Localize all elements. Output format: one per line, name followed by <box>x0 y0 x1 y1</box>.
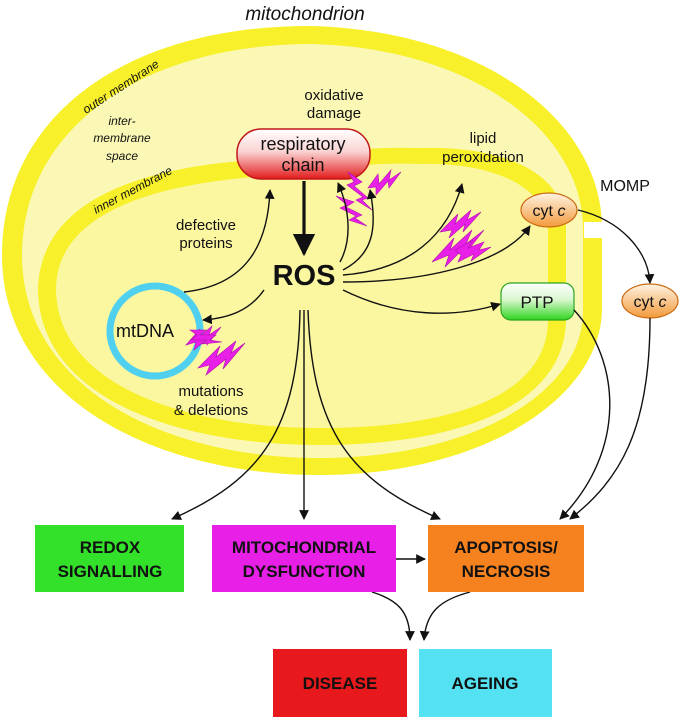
intermembrane-label-3: space <box>106 149 138 163</box>
mito-label-1: MITOCHONDRIAL <box>232 538 376 557</box>
ageing-box <box>419 649 552 717</box>
momp-gap <box>584 222 608 238</box>
ageing-label: AGEING <box>451 674 518 693</box>
spark-icon <box>335 195 368 227</box>
mutations-label-2: & deletions <box>174 402 248 419</box>
apoptosis-label-2: NECROSIS <box>462 562 551 581</box>
disease-box <box>273 649 407 717</box>
disease-label: DISEASE <box>303 674 378 693</box>
diagram-title: mitochondrion <box>245 4 364 25</box>
spark-icon <box>189 329 223 345</box>
mtdna-label: mtDNA <box>116 321 174 341</box>
apoptosis-box <box>428 525 584 592</box>
mito-dysfunction-box <box>212 525 396 592</box>
ptp-node <box>500 282 575 321</box>
arrow-cytc-to-apoptosis <box>569 317 651 520</box>
arrow-ros-to-lipid <box>342 183 465 276</box>
arrow-ros-to-respchain <box>337 182 349 263</box>
arrow-ros-to-apoptosis <box>307 309 441 520</box>
cytc-inner-node <box>520 192 578 228</box>
ros-spark-group <box>185 168 492 376</box>
oxidative-damage-label-1: oxidative <box>304 87 363 104</box>
arrow-apoptosis-to-outcomes <box>419 591 471 641</box>
arrow-group <box>171 181 655 641</box>
arrow-ros-to-oxidative <box>342 189 377 271</box>
matrix <box>56 163 548 429</box>
ptp-label: PTP <box>520 293 553 312</box>
intermembrane-label-2: membrane <box>93 131 151 145</box>
cytc-outer-label: cyt c <box>634 294 667 311</box>
defective-proteins-label-1: defective <box>176 217 236 234</box>
spark-icon <box>439 209 482 239</box>
spark-icon <box>454 239 492 263</box>
lipid-peroxidation-label-1: lipid <box>470 130 497 147</box>
mito-label-2: DYSFUNCTION <box>243 562 366 581</box>
defective-proteins-label-2: proteins <box>179 235 232 252</box>
apoptosis-label-1: APOPTOSIS/ <box>454 538 558 557</box>
oxidative-damage-label-2: damage <box>307 105 361 122</box>
redox-label-1: REDOX <box>80 538 141 557</box>
redox-signalling-box <box>35 525 184 592</box>
arrow-ros-to-mtdna <box>202 289 265 325</box>
intermembrane-label-1: inter- <box>108 114 135 128</box>
arrow-mito-to-outcomes <box>371 591 415 641</box>
arrow-ros-to-ptp <box>342 289 501 314</box>
spark-icon <box>197 340 246 376</box>
momp-label: MOMP <box>600 178 650 195</box>
mutations-label-1: mutations <box>178 383 243 400</box>
arrow-mtdna-to-respchain <box>183 189 275 293</box>
arrow-ros-to-redox <box>171 309 301 520</box>
arrow-cytc-to-cytc <box>577 209 655 284</box>
arrow-ros-to-cytc <box>342 225 531 283</box>
cytc-inner-label: cyt c <box>533 203 566 220</box>
respiratory-chain-label-1: respiratory <box>260 134 345 154</box>
spark-icon <box>346 171 373 211</box>
arrow-ptp-to-apoptosis <box>559 309 611 520</box>
respiratory-chain-label-2: chain <box>281 155 324 175</box>
ros-label: ROS <box>273 260 336 292</box>
redox-label-2: SIGNALLING <box>58 562 163 581</box>
respiratory-chain-node <box>236 128 371 180</box>
lipid-peroxidation-label-2: peroxidation <box>442 149 524 166</box>
